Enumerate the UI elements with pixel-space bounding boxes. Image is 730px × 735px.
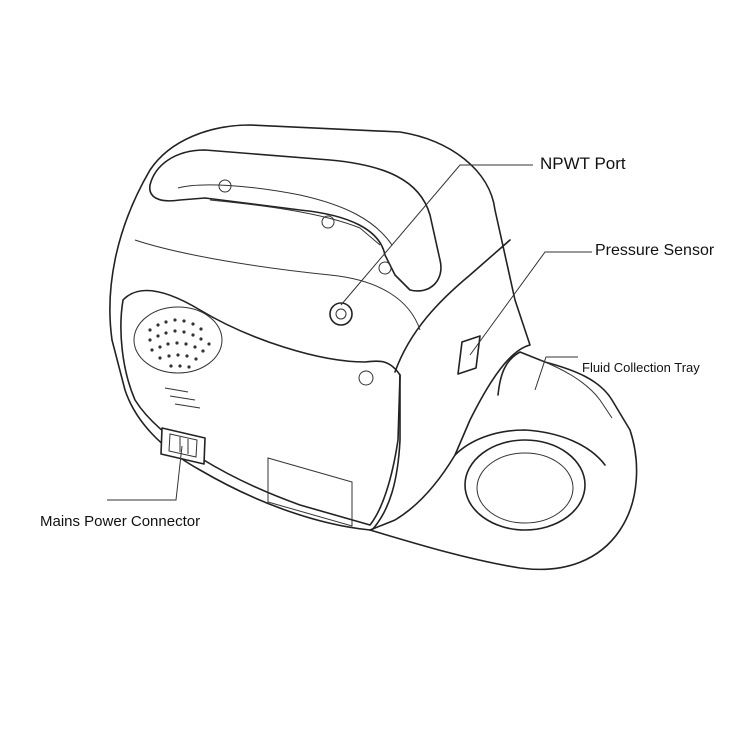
handle-slot [209, 199, 381, 246]
label-pressure-sensor: Pressure Sensor [595, 242, 715, 259]
speaker-grille [133, 306, 223, 374]
rear-panel [120, 289, 401, 526]
collection-cup-inner [476, 452, 574, 524]
tray-inner-edge [539, 359, 613, 419]
pressure-sensor [457, 335, 481, 375]
tray-base [369, 351, 638, 571]
side-face-edge [394, 239, 511, 373]
corner-screw [358, 370, 374, 386]
top-surface-line [134, 239, 421, 331]
vent-slots [164, 387, 201, 409]
power-connector-inner [168, 433, 198, 458]
handle-screw-left [218, 179, 232, 193]
npwt-port-inner [335, 308, 347, 320]
handle-screw-right [378, 261, 392, 275]
leader-npwt [340, 164, 533, 306]
mains-power-connector [160, 427, 206, 465]
leader-mains [107, 445, 183, 501]
leader-pressure [469, 251, 592, 356]
tray-rim [454, 429, 606, 466]
device-body-outline [109, 124, 531, 531]
speaker-holes [148, 318, 211, 369]
label-mains-power-connector: Mains Power Connector [40, 513, 201, 530]
side-face-edge-lower [371, 374, 401, 531]
npwt-port [329, 302, 353, 326]
handle-outer [149, 149, 442, 292]
rating-plate [267, 457, 353, 527]
collection-cup [464, 439, 586, 531]
handle-inner-edge [177, 184, 393, 246]
label-npwt-port: NPWT Port [540, 154, 626, 173]
handle-screw-mid [321, 215, 335, 229]
label-fluid-collection-tray: Fluid Collection Tray [582, 360, 700, 375]
leader-fluid [534, 356, 578, 391]
